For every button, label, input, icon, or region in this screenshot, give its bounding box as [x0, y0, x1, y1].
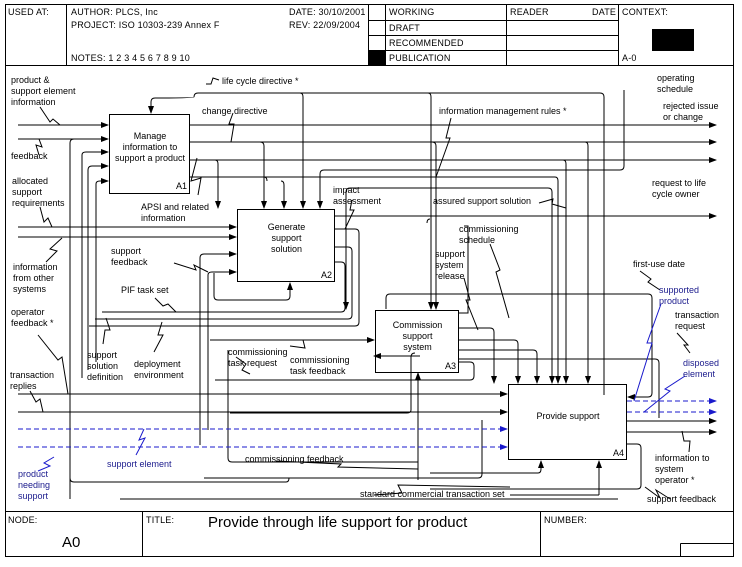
label-commissioning-task-feedback: commissioning task feedback [290, 355, 350, 376]
label-feedback: feedback [11, 151, 48, 161]
diagram-title: Provide through life support for product [208, 514, 468, 531]
arrow-commissioning-feedback [227, 350, 418, 463]
label-support-system-release: support system release [435, 249, 466, 281]
context-label: CONTEXT: [622, 7, 669, 17]
label-support-feedback-a4: support feedback [647, 494, 717, 504]
status-recommended[interactable]: RECOMMENDED [389, 38, 464, 48]
label-operator-feedback: operator feedback * [11, 307, 54, 328]
title-label: TITLE: [146, 515, 175, 525]
activity-box-a1[interactable] [109, 114, 190, 194]
arrow-support-feedback-a4 [430, 443, 642, 490]
physical-flows [18, 398, 717, 450]
arrow-assured-support-solution [350, 187, 555, 384]
label-info-to-system-operator: information to system operator * [655, 453, 710, 485]
used-at-label: USED AT: [8, 7, 49, 17]
arrow-pif-task-set [207, 269, 237, 430]
label-assured-support-solution: assured support solution [433, 196, 532, 206]
arrow-apsi [190, 176, 561, 384]
arrow-impact-assessment [89, 228, 360, 327]
arrow-a1-feedback-loop-4 [95, 178, 109, 362]
footer-frame [5, 511, 734, 557]
label-product-support-info: product & support element information [11, 75, 76, 107]
arrow-commissioning-task-feedback [230, 352, 416, 414]
label-support-element: support element [107, 459, 172, 469]
node-label: NODE: [8, 515, 38, 525]
publication-status-marker [369, 51, 385, 65]
arrow-a1-feedback-loop-1 [69, 138, 75, 499]
arrow-life-cycle-directive [151, 92, 605, 395]
label-impact-assessment: impact assessment [333, 185, 382, 206]
label-rejected-issue: rejected issue or change [663, 101, 719, 122]
label-transaction-request: transaction request [675, 310, 720, 331]
label-information-management-rules: information management rules * [439, 106, 567, 116]
rev-field: REV: 22/09/2004 [289, 20, 361, 30]
status-publication[interactable]: PUBLICATION [389, 53, 451, 63]
label-commissioning-feedback: commissioning feedback [245, 454, 344, 464]
label-support-feedback-a2: support feedback [111, 246, 148, 267]
status-working[interactable]: WORKING [389, 7, 435, 17]
activity-a3-number: A3 [445, 361, 457, 371]
label-support-solution-definition: support solution definition [87, 350, 124, 382]
arrows [18, 77, 717, 500]
label-life-cycle-directive: life cycle directive * [222, 76, 299, 86]
node-value: A0 [62, 534, 81, 551]
author-field: AUTHOR: PLCS, Inc [71, 7, 158, 17]
label-disposed-element: disposed element [683, 358, 720, 379]
notes-field: NOTES: 1 2 3 4 5 6 7 8 9 10 [71, 53, 190, 63]
label-transaction-replies: transaction replies [10, 370, 55, 391]
arrow-commissioning-schedule [458, 225, 469, 314]
label-standard-commercial-transaction-set: standard commercial transaction set [360, 489, 505, 499]
activity-a3-title: Commission support system [392, 320, 443, 352]
arrow-deployment-environment [102, 261, 346, 313]
label-product-needing-support: product needing support [18, 469, 51, 501]
physical-leaders [37, 303, 686, 472]
project-field: PROJECT: ISO 10303-239 Annex F [71, 20, 220, 30]
label-apsi: APSI and related information [141, 202, 210, 223]
activity-a1-title: Manage information to support a product [114, 131, 186, 163]
activity-a4-number: A4 [613, 448, 625, 458]
context-thumbnail [652, 29, 694, 51]
label-commissioning-schedule: commissioning schedule [459, 224, 519, 245]
label-allocated-support-requirements: allocated support requirements [12, 176, 65, 208]
activity-a2-title: Generate support solution [267, 222, 306, 254]
activity-a2-number: A2 [321, 270, 333, 280]
arrow-a2-mech-loop [213, 273, 290, 301]
arrow-a3-release-loop [385, 293, 653, 397]
label-commissioning-task-request: commissioning task request [228, 347, 288, 368]
reader-date-label: DATE [592, 7, 617, 17]
context-node: A-0 [622, 53, 637, 63]
label-operating-schedule: operating schedule [657, 73, 695, 94]
reader-label: READER [510, 7, 549, 17]
number-label: NUMBER: [544, 515, 587, 525]
arrow-support-system-release [459, 327, 497, 384]
label-change-directive: change directive [202, 106, 268, 116]
label-deployment-environment: deployment environment [134, 359, 184, 380]
label-first-use-date: first-use date [633, 259, 686, 269]
date-field: DATE: 30/10/2001 [289, 7, 366, 17]
label-pif-task-set: PIF task set [121, 285, 169, 295]
arrow-a1-feedback-loop-3 [87, 163, 109, 370]
status-draft[interactable]: DRAFT [389, 23, 420, 33]
arrow-a3-loop [215, 361, 475, 381]
arrow-transaction-request [459, 358, 660, 418]
activity-box-a4[interactable] [508, 384, 627, 460]
label-information-from-other-systems: information from other systems [13, 262, 58, 294]
label-request-to-life-cycle-owner: request to life cycle owner [652, 178, 707, 199]
arrow-a1-feedback-loop-2 [81, 149, 109, 378]
label-supported-product: supported product [659, 285, 700, 306]
activity-a1-number: A1 [176, 181, 188, 191]
activity-a4-title: Provide support [536, 411, 600, 421]
arrow-support-solution-definition [95, 246, 353, 320]
arrow-a4-mech-1 [430, 460, 544, 474]
arrow-support-feedback-a2 [199, 251, 237, 445]
